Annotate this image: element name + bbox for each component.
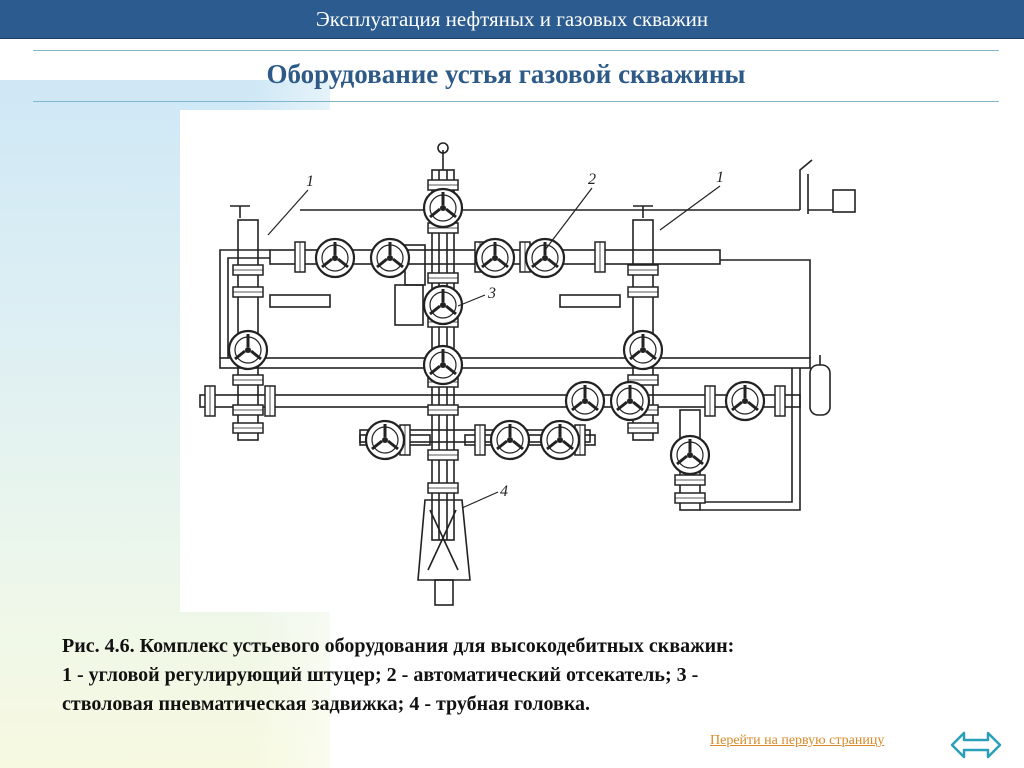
double-arrow-icon [950,731,1002,759]
caption-line-3: стволовая пневматическая задвижка; 4 - т… [62,693,591,715]
wellhead-drawing: 1 2 1 3 4 [199,142,856,606]
caption-line-1: Рис. 4.6. Комплекс устьевого оборудовани… [62,635,735,657]
caption-line-2: 1 - угловой регулирующий штуцер; 2 - авт… [62,664,699,686]
figure-label-3: 3 [487,285,496,302]
title-rule-bottom [33,101,999,102]
nav-arrows-button[interactable] [950,730,1002,760]
figure-caption: Рис. 4.6. Комплекс устьевого оборудовани… [62,632,962,719]
figure-label-4: 4 [500,483,508,500]
title-rule-top [33,50,999,51]
header-title: Эксплуатация нефтяных и газовых скважин [315,7,709,31]
figure-label-2: 2 [588,171,596,188]
header-bar: Эксплуатация нефтяных и газовых скважин [0,0,1024,39]
figure-label-1-right: 1 [716,169,724,186]
page-title: Оборудование устья газовой скважины [266,59,746,89]
figure-label-1-left: 1 [306,173,314,190]
wellhead-diagram: 1 2 1 3 4 [180,110,880,612]
first-page-link[interactable]: Перейти на первую страницу [710,733,885,748]
